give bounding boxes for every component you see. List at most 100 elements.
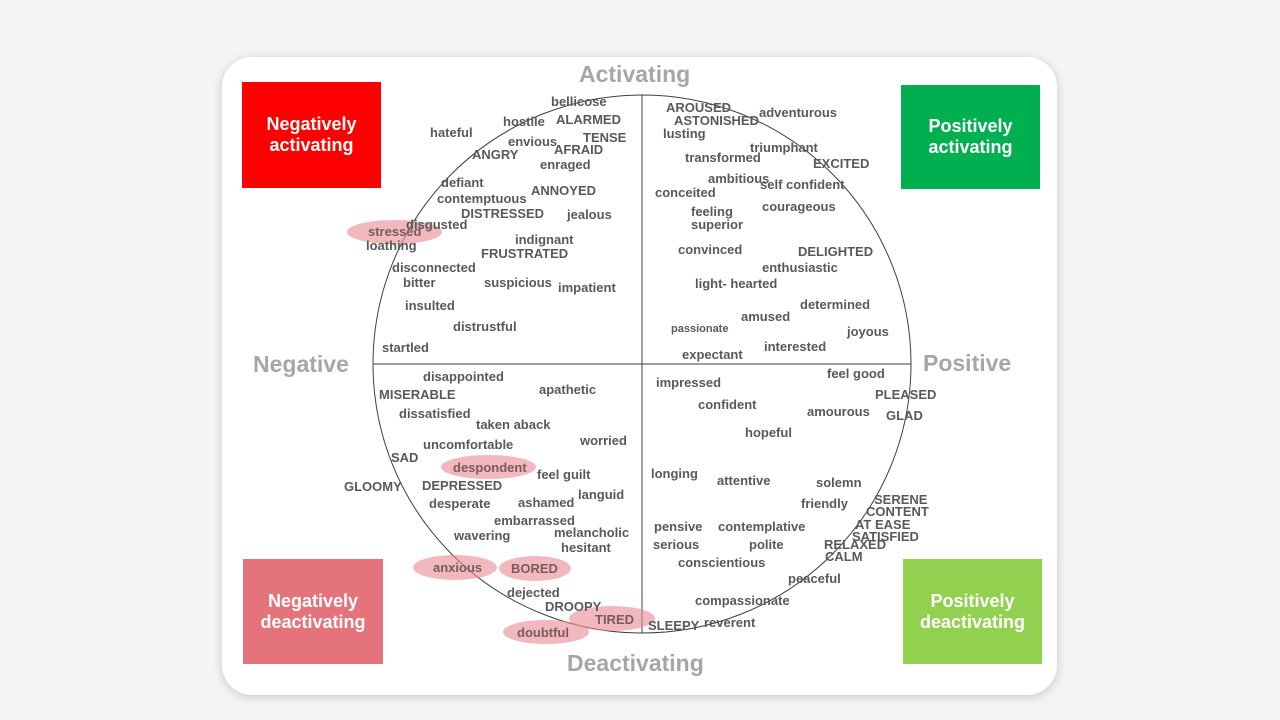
emotion-word: taken aback: [476, 417, 551, 432]
emotion-word: light- hearted: [695, 276, 778, 291]
quadrant-line2: activating: [269, 135, 354, 155]
emotion-word: melancholic: [554, 525, 630, 540]
emotion-word: ANGRY: [472, 147, 519, 162]
emotion-word: FRUSTRATED: [481, 246, 569, 261]
emotion-word: anxious: [433, 560, 483, 575]
quadrant-line2: deactivating: [919, 611, 1026, 632]
axis-label-negative: Negative: [253, 351, 349, 377]
emotion-word: contemplative: [718, 519, 806, 534]
highlight-bored: [499, 556, 571, 581]
emotion-word: indignant: [515, 232, 574, 247]
emotion-word: feel good: [827, 366, 885, 381]
emotion-word: joyous: [847, 324, 889, 339]
emotion-word: GLOOMY: [344, 479, 402, 494]
emotion-word: TENSE: [583, 130, 627, 145]
emotion-word: stressed: [368, 224, 422, 239]
emotion-word: peaceful: [788, 571, 841, 586]
emotion-word: apathetic: [539, 382, 597, 397]
emotion-word: ambitious: [708, 171, 770, 186]
emotion-word: distrustful: [453, 319, 517, 334]
emotion-word: confident: [698, 397, 757, 412]
emotion-word: ALARMED: [556, 112, 621, 127]
emotion-word: disconnected: [392, 260, 476, 275]
emotion-word: dissatisfied: [399, 406, 471, 421]
emotion-word: contemptuous: [437, 191, 527, 206]
emotion-word: GLAD: [886, 408, 923, 423]
emotion-word: bellicose: [551, 94, 607, 109]
emotion-word: compassionate: [695, 593, 790, 608]
emotion-word: impressed: [656, 375, 722, 390]
emotion-word: lusting: [663, 126, 706, 141]
quadrant-line1: Negatively: [267, 590, 359, 611]
emotion-word: EXCITED: [813, 156, 870, 171]
emotion-word: DELIGHTED: [798, 244, 874, 259]
emotion-word: feeling: [691, 204, 733, 219]
emotion-word: wavering: [454, 528, 511, 543]
quadrant-line1: Positively: [930, 590, 1015, 611]
emotion-word: ashamed: [518, 495, 575, 510]
emotion-word: SAD: [391, 450, 419, 465]
emotion-word: despondent: [453, 460, 527, 475]
highlight-stressed: [347, 220, 442, 244]
emotion-word: courageous: [762, 199, 836, 214]
emotion-word: desperate: [429, 496, 491, 511]
emotion-word: DISTRESSED: [461, 206, 545, 221]
emotion-word: disgusted: [406, 217, 468, 232]
emotion-word: DEPRESSED: [422, 478, 503, 493]
emotion-word: adventurous: [759, 105, 838, 120]
emotion-word: impatient: [558, 280, 616, 295]
emotion-word: solemn: [816, 475, 862, 490]
emotion-word: doubtful: [517, 625, 569, 640]
emotion-word: BORED: [511, 561, 558, 576]
emotion-word: feel guilt: [537, 467, 591, 482]
emotion-word: convinced: [678, 242, 743, 257]
emotion-wheel-card: Activating Deactivating Negative Positiv…: [222, 57, 1057, 695]
emotion-word: startled: [382, 340, 429, 355]
emotion-word: amused: [741, 309, 791, 324]
emotion-word: polite: [749, 537, 784, 552]
emotion-word: AT EASE: [855, 517, 911, 532]
axis-label-positive: Positive: [923, 350, 1012, 376]
emotion-word: hopeful: [745, 425, 792, 440]
highlight-doubtful: [503, 620, 589, 644]
emotion-word: bitter: [403, 275, 436, 290]
emotion-word: enraged: [540, 157, 591, 172]
emotion-word: languid: [578, 487, 625, 502]
emotion-word: expectant: [682, 347, 743, 362]
emotion-word: transformed: [685, 150, 761, 165]
emotion-word: embarrassed: [494, 513, 575, 528]
emotion-word: worried: [580, 433, 627, 448]
emotion-word: reverent: [704, 615, 756, 630]
emotion-word: hesitant: [561, 540, 611, 555]
emotion-word: dejected: [507, 585, 560, 600]
emotion-word: enthusiastic: [762, 260, 838, 275]
quadrant-line1: Positively: [928, 116, 1013, 136]
emotion-word: interested: [764, 339, 827, 354]
quadrant-line1: Negatively: [266, 114, 357, 134]
emotion-word: ASTONISHED: [674, 113, 759, 128]
emotion-word: pensive: [654, 519, 703, 534]
circumplex-circle: [372, 94, 912, 634]
emotion-word: CONTENT: [866, 504, 929, 519]
emotion-word: defiant: [441, 175, 484, 190]
emotion-word: attentive: [717, 473, 771, 488]
emotion-word: serious: [653, 537, 700, 552]
highlight-despondent: [441, 455, 536, 479]
emotion-word: friendly: [801, 496, 848, 511]
emotion-word: ANNOYED: [531, 183, 597, 198]
emotion-word: MISERABLE: [379, 387, 456, 402]
emotion-word: longing: [651, 466, 698, 481]
emotion-word: SLEEPY: [648, 618, 700, 633]
emotion-word: suspicious: [484, 275, 552, 290]
quadrant-line2: deactivating: [260, 611, 366, 632]
axis-label-activating: Activating: [579, 61, 691, 87]
emotion-word: CALM: [825, 549, 863, 564]
emotion-word: conceited: [655, 185, 716, 200]
emotion-word: self confident: [760, 177, 845, 192]
emotion-word: loathing: [366, 238, 417, 253]
emotion-word: AFRAID: [554, 142, 604, 157]
emotion-word: conscientious: [678, 555, 766, 570]
